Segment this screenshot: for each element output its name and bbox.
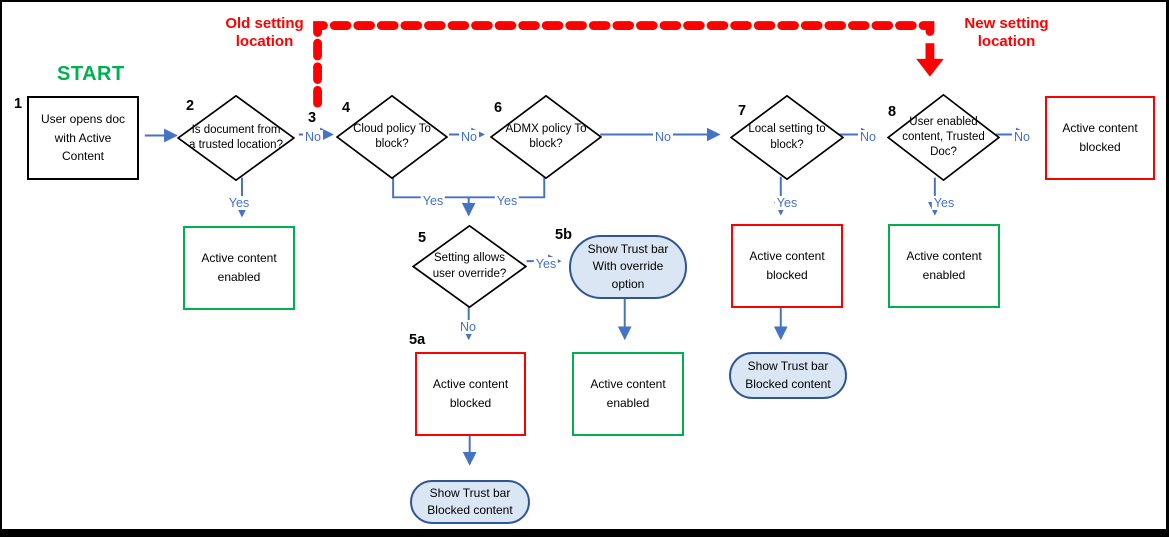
step4-text: Cloud policy To block? (353, 122, 431, 150)
start-label: START (57, 63, 125, 85)
step5a-text: Active content blocked (432, 377, 509, 410)
active-content-enabled-box-trusted: Active content enabled (183, 226, 295, 310)
active-content-enabled-trusteddoc-text: Active content enabled (906, 249, 982, 282)
new-setting-line1: New setting (964, 15, 1049, 32)
active-content-enabled-box-trusteddoc: Active content enabled (888, 224, 1000, 308)
step6-text: ADMX policy To block? (505, 122, 587, 150)
new-setting-arrow-head (916, 58, 944, 77)
diamond-shape (730, 95, 844, 180)
active-content-blocked-final-text: Active content blocked (1062, 121, 1138, 154)
step4-cloud-policy-diamond: Cloud policy To block? (336, 95, 448, 179)
diamond-shape (177, 95, 295, 181)
old-setting-line1: Old setting (225, 15, 304, 32)
step2-trusted-location-diamond: Is document from a trusted location? (177, 95, 295, 181)
edge-label-yes-4: Yes (420, 194, 446, 208)
edge-label-no-7to8: No (858, 130, 878, 144)
active-content-blocked-local-text: Active content blocked (749, 249, 825, 282)
step7-text: Local setting to block? (748, 123, 826, 151)
step2-number: 2 (186, 98, 195, 114)
trustbar-blocked-stadium-5a: Show Trust bar Blocked content (410, 480, 530, 524)
edge-label-no-5: No (458, 320, 478, 334)
step5a-active-content-blocked-box: Active content blocked (415, 352, 526, 436)
diamond-shape (336, 95, 448, 179)
diamond-shape (412, 225, 527, 308)
step3-number: 3 (308, 110, 317, 126)
step5b-text: Show Trust bar With override option (587, 241, 669, 291)
step2-text: Is document from a trusted location? (189, 123, 283, 151)
old-setting-location-caption: Old setting location (207, 15, 322, 52)
new-setting-location-caption: New setting location (949, 15, 1064, 52)
trustbar-blocked-stadium-7: Show Trust bar Blocked content (729, 352, 847, 399)
active-content-enabled-box-override: Active content enabled (572, 352, 684, 436)
trustbar-blocked-5a-text: Show Trust bar Blocked content (427, 485, 513, 517)
edge-label-no-4to6: No (459, 130, 479, 144)
step1-number: 1 (14, 96, 23, 112)
edge-6-yes-merge (468, 175, 546, 199)
step8-text: User enabled content, Trusted Doc? (902, 115, 985, 159)
edge-label-yes-6: Yes (494, 194, 520, 208)
old-setting-dashed-path (313, 21, 935, 108)
step5-number: 5 (418, 230, 427, 246)
step7-number: 7 (738, 103, 747, 119)
step8-number: 8 (888, 104, 897, 120)
step4-number: 4 (342, 100, 351, 116)
step1-text: User opens doc with Active Content (40, 112, 126, 164)
step5-text: Setting allows user override? (432, 252, 507, 280)
active-content-enabled-override-text: Active content enabled (590, 377, 666, 410)
edge-label-yes-2: Yes (226, 196, 252, 210)
step6-admx-policy-diamond: ADMX policy To block? (490, 95, 602, 179)
trustbar-blocked-7-text: Show Trust bar Blocked content (745, 359, 831, 391)
step5b-number: 5b (555, 227, 572, 243)
old-setting-line2: location (235, 33, 294, 51)
step5b-trustbar-override-stadium: Show Trust bar With override option (569, 235, 687, 299)
step5a-number: 5a (409, 332, 426, 348)
diamond-shape (887, 94, 1000, 181)
active-content-blocked-box-local: Active content blocked (731, 224, 843, 308)
active-content-blocked-box-final: Active content blocked (1045, 96, 1155, 180)
step8-user-enabled-diamond: User enabled content, Trusted Doc? (887, 94, 1000, 181)
edge-label-yes-8: Yes (931, 196, 957, 210)
edge-label-no-8: No (1012, 130, 1032, 144)
diamond-shape (490, 95, 602, 179)
step5-user-override-diamond: Setting allows user override? (412, 225, 527, 308)
edge-label-yes-5: Yes (533, 257, 559, 271)
edge-label-no-2to4: No (303, 130, 323, 144)
active-content-enabled-text: Active content enabled (201, 251, 277, 284)
step6-number: 6 (494, 100, 503, 116)
step7-local-setting-diamond: Local setting to block? (730, 95, 844, 180)
edge-label-no-6to7: No (653, 130, 673, 144)
new-setting-line2: location (977, 33, 1036, 51)
edge-label-yes-7: Yes (774, 196, 800, 210)
step1-user-opens-doc-box: User opens doc with Active Content (27, 96, 139, 180)
